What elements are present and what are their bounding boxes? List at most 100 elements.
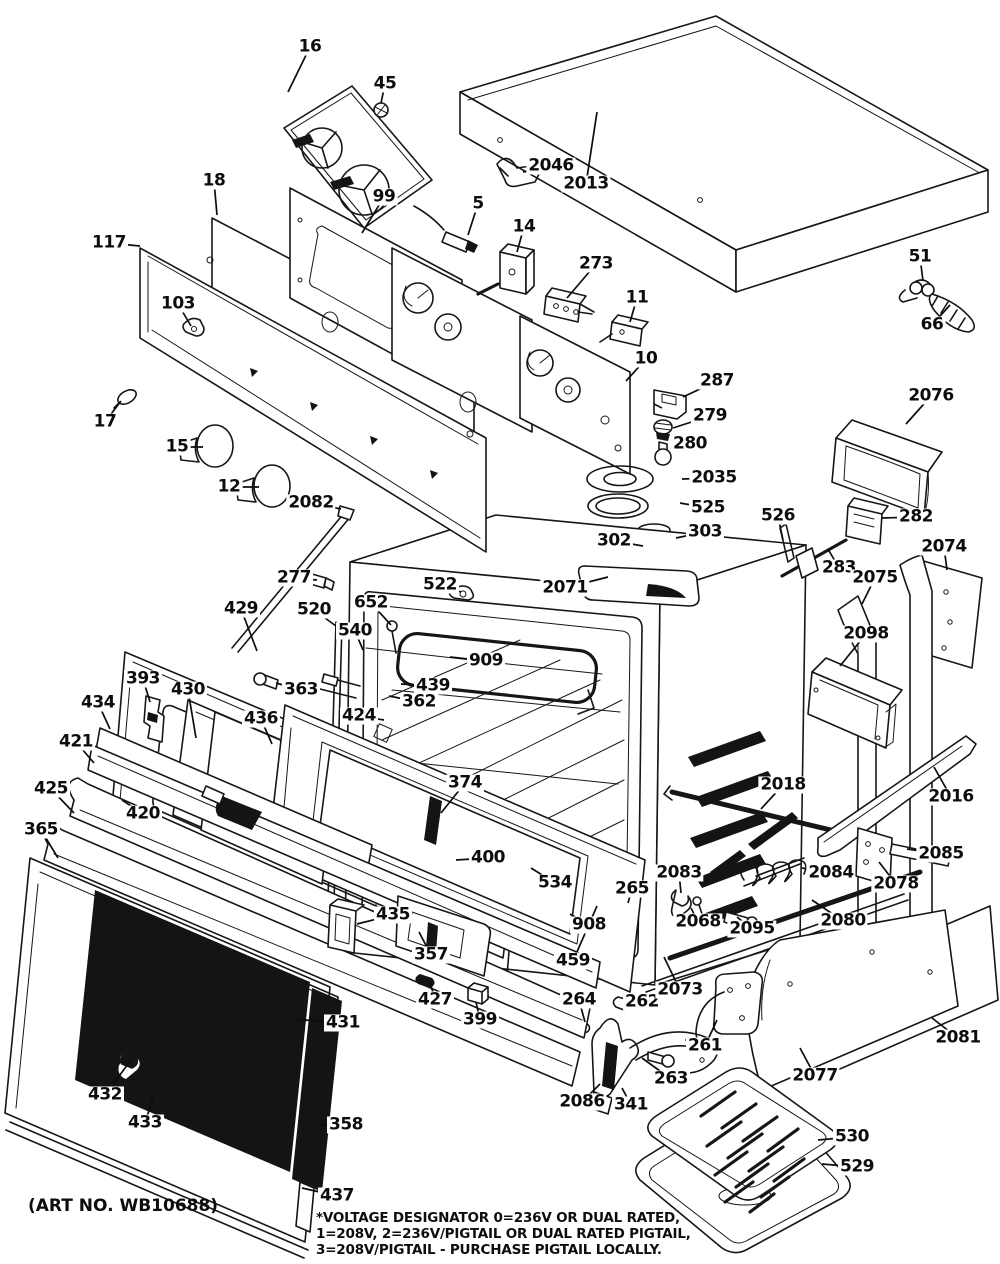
part-callout-2080: 2080 <box>818 910 868 931</box>
part-callout-2071: 2071 <box>540 577 590 598</box>
part-callout-265: 265 <box>613 878 651 899</box>
part-callout-908: 908 <box>570 914 608 935</box>
backsplash-frame-part <box>139 247 487 553</box>
part-callout-2077: 2077 <box>790 1065 840 1086</box>
part-callout-429: 429 <box>222 598 260 619</box>
voltage-note-line-1: *VOLTAGE DESIGNATOR 0=236V OR DUAL RATED… <box>316 1210 680 1226</box>
part-callout-526: 526 <box>759 505 797 526</box>
part-callout-5: 5 <box>470 193 486 214</box>
part-callout-17: 17 <box>91 411 119 432</box>
part-callout-530: 530 <box>833 1126 871 1147</box>
sensor-5-part <box>413 205 478 253</box>
part-callout-652: 652 <box>352 592 390 613</box>
part-callout-2098: 2098 <box>841 623 891 644</box>
part-callout-273: 273 <box>577 253 615 274</box>
part-callout-2073: 2073 <box>655 979 705 1000</box>
part-callout-10: 10 <box>632 348 660 369</box>
part-callout-459: 459 <box>554 950 592 971</box>
part-callout-287: 287 <box>698 370 736 391</box>
side-sheet-parts <box>744 905 999 1091</box>
part-callout-2085: 2085 <box>916 843 966 864</box>
part-callout-12: 12 <box>215 476 243 497</box>
part-callout-2082: 2082 <box>286 492 336 513</box>
part-callout-303: 303 <box>686 521 724 542</box>
door-stack-parts <box>4 672 646 1259</box>
part-callout-18: 18 <box>200 170 228 191</box>
part-callout-522: 522 <box>421 574 459 595</box>
part-callout-358: 358 <box>327 1114 365 1135</box>
screw-45-part <box>373 102 389 118</box>
part-callout-2084: 2084 <box>806 862 856 883</box>
part-callout-534: 534 <box>536 872 574 893</box>
part-callout-424: 424 <box>340 705 378 726</box>
voltage-designator-note: *VOLTAGE DESIGNATOR 0=236V OR DUAL RATED… <box>316 1210 691 1258</box>
switch-273-part <box>543 287 595 323</box>
part-callout-16: 16 <box>296 36 324 57</box>
part-callout-14: 14 <box>510 216 538 237</box>
part-callout-277: 277 <box>275 567 313 588</box>
part-callout-400: 400 <box>469 847 507 868</box>
rod-parts <box>641 735 977 993</box>
part-callout-2078: 2078 <box>871 873 921 894</box>
leader-line-459 <box>572 905 598 962</box>
part-callout-262: 262 <box>623 991 661 1012</box>
part-callout-283: 283 <box>820 557 858 578</box>
part-callout-282: 282 <box>897 506 935 527</box>
part-callout-2075: 2075 <box>850 567 900 588</box>
part-callout-525: 525 <box>689 497 727 518</box>
part-callout-2083: 2083 <box>654 862 704 883</box>
part-callout-427: 427 <box>416 989 454 1010</box>
harness-parts <box>898 279 976 333</box>
part-callout-2013: 2013 <box>561 173 611 194</box>
part-callout-15: 15 <box>163 436 191 457</box>
art-number-caption: (ART NO. WB10688) <box>28 1196 219 1216</box>
part-callout-362: 362 <box>400 691 438 712</box>
part-callout-45: 45 <box>371 73 399 94</box>
part-callout-363: 363 <box>282 679 320 700</box>
part-callout-365: 365 <box>22 819 60 840</box>
part-callout-909: 909 <box>467 650 505 671</box>
part-callout-2086: 2086 <box>557 1091 607 1112</box>
part-callout-421: 421 <box>57 731 95 752</box>
part-callout-393: 393 <box>124 668 162 689</box>
part-callout-2076: 2076 <box>906 385 956 406</box>
part-callout-436: 436 <box>242 708 280 729</box>
rear-right-parts <box>779 419 983 945</box>
part-callout-425: 425 <box>32 778 70 799</box>
part-callout-439: 439 <box>414 675 452 696</box>
part-callout-2095: 2095 <box>727 918 777 939</box>
part-callout-520: 520 <box>295 599 333 620</box>
part-callout-99: 99 <box>370 186 398 207</box>
voltage-note-line-3: 3=208V/PIGTAIL - PURCHASE PIGTAIL LOCALL… <box>316 1242 662 1258</box>
part-callout-279: 279 <box>691 405 729 426</box>
switch-bracket-panels <box>391 247 631 475</box>
part-callout-2046: 2046 <box>526 155 576 176</box>
part-callout-2068: 2068 <box>673 911 723 932</box>
part-callout-263: 263 <box>652 1068 690 1089</box>
part-callout-2035: 2035 <box>689 467 739 488</box>
part-callout-66: 66 <box>918 314 946 335</box>
timer-14-part <box>476 243 535 296</box>
part-callout-2081: 2081 <box>933 1027 983 1048</box>
part-callout-540: 540 <box>336 620 374 641</box>
part-callout-529: 529 <box>838 1156 876 1177</box>
part-callout-117: 117 <box>90 232 128 253</box>
part-callout-399: 399 <box>461 1009 499 1030</box>
broiler-parts <box>635 1067 851 1254</box>
part-callout-302: 302 <box>595 530 633 551</box>
part-callout-430: 430 <box>169 679 207 700</box>
part-callout-2016: 2016 <box>926 786 976 807</box>
part-callout-437: 437 <box>318 1185 356 1206</box>
part-callout-431: 431 <box>324 1012 362 1033</box>
part-callout-420: 420 <box>124 803 162 824</box>
part-callout-374: 374 <box>446 772 484 793</box>
leader-line-2013 <box>585 111 598 185</box>
part-callout-341: 341 <box>612 1094 650 1115</box>
part-callout-432: 432 <box>86 1084 124 1105</box>
part-callout-435: 435 <box>374 904 412 925</box>
part-callout-264: 264 <box>560 989 598 1010</box>
part-callout-433: 433 <box>126 1112 164 1133</box>
part-callout-261: 261 <box>686 1035 724 1056</box>
